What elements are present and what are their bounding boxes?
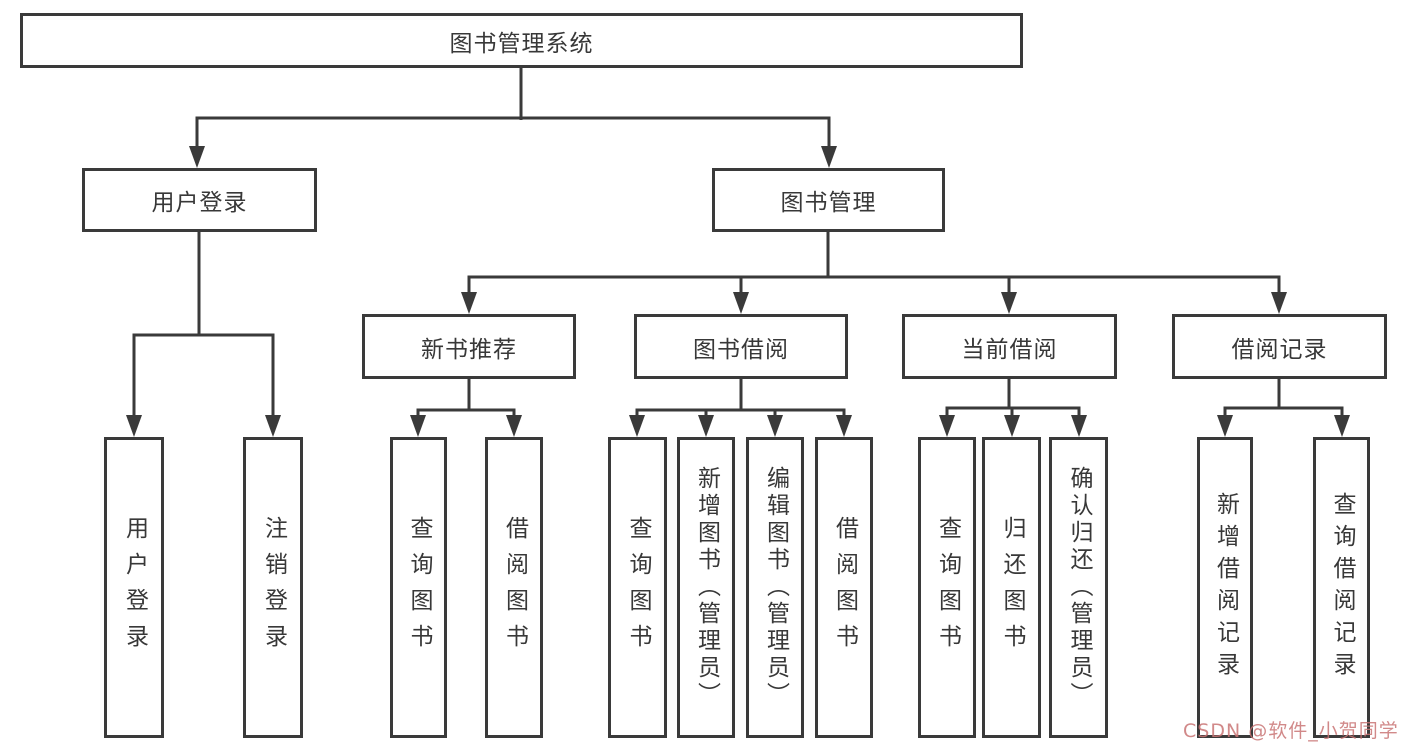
leaf-records-query-record: 查询借阅记录 — [1313, 437, 1370, 738]
arrowheads — [126, 146, 1350, 437]
node-current-borrow: 当前借阅 — [902, 314, 1117, 379]
node-book-management: 图书管理 — [712, 168, 945, 232]
leaf-recommend-query-book: 查询图书 — [390, 437, 447, 738]
leaf-current-query-book: 查询图书 — [918, 437, 976, 738]
leaf-borrow-query-book: 查询图书 — [608, 437, 667, 738]
leaf-current-return-book: 归还图书 — [982, 437, 1041, 738]
node-user-login: 用户登录 — [82, 168, 317, 232]
leaf-borrow-borrow-book: 借阅图书 — [815, 437, 873, 738]
leaf-user-login: 用户登录 — [104, 437, 164, 738]
node-book-borrow: 图书借阅 — [634, 314, 848, 379]
csdn-watermark: CSDN @软件_小贺同学 — [1183, 720, 1399, 742]
leaf-recommend-borrow-book: 借阅图书 — [485, 437, 543, 738]
leaf-records-add-record: 新增借阅记录 — [1197, 437, 1253, 738]
node-root-system: 图书管理系统 — [20, 13, 1023, 68]
leaf-logout: 注销登录 — [243, 437, 303, 738]
node-new-book-recommend: 新书推荐 — [362, 314, 576, 379]
leaf-borrow-add-book-admin: 新增图书（管理员） — [677, 437, 735, 738]
leaf-current-confirm-return-admin: 确认归还（管理员） — [1049, 437, 1108, 738]
leaf-borrow-edit-book-admin: 编辑图书（管理员） — [746, 437, 804, 738]
node-borrow-records: 借阅记录 — [1172, 314, 1387, 379]
